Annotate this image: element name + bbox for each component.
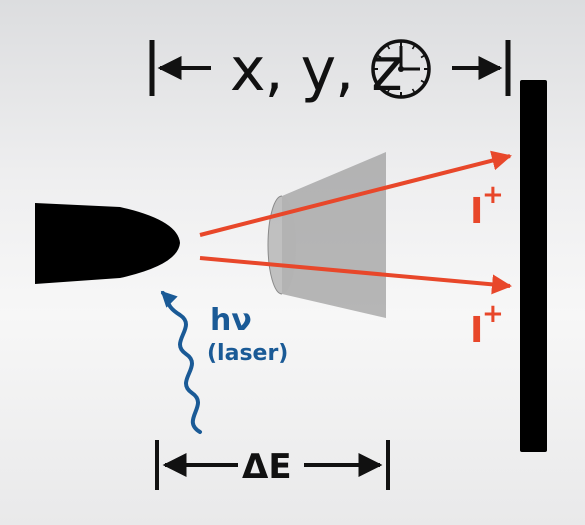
ion-label-upper-main: I: [470, 191, 483, 232]
photon-label: hν: [210, 303, 252, 338]
ion-label-lower-main: I: [470, 310, 483, 351]
ion-trajectory-lower: [199, 256, 512, 295]
ion-label-upper: I +: [470, 180, 504, 232]
local-electrode: [267, 152, 386, 318]
laser-beam: [160, 290, 202, 434]
energy-spread-label: ΔE: [242, 447, 292, 487]
ion-label-upper-charge: +: [482, 180, 504, 210]
ion-label-lower-charge: +: [482, 299, 504, 329]
specimen-tip: [35, 203, 180, 284]
ion-trajectory-upper: [199, 150, 512, 237]
laser-label: (laser): [207, 341, 288, 366]
energy-dimension: ΔE: [155, 440, 390, 490]
coords-dimension: x, y, z: [149, 35, 511, 105]
detector-plate: [520, 80, 547, 452]
ion-label-lower: I +: [470, 299, 504, 351]
clock-icon: [371, 39, 431, 99]
